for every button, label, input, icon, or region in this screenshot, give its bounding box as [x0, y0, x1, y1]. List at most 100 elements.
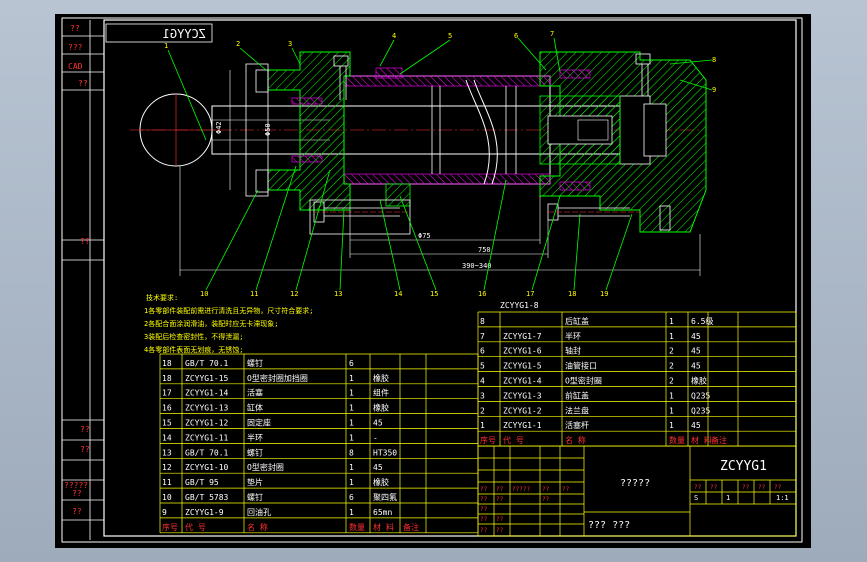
title-cell: ?? [542, 496, 550, 503]
callout-16: 16 [478, 290, 486, 298]
tech-note-line: 3装配后检查密封性，不得泄漏; [144, 332, 243, 341]
bom-right-cell: 45 [691, 347, 701, 356]
bom-right-cell: 4 [480, 377, 485, 386]
left-strip [62, 20, 104, 540]
strip-label: ????? [64, 481, 88, 490]
bom-left-cell: 1 [349, 478, 354, 487]
strip-label: ?? [70, 24, 80, 33]
weight-cell: ?? [710, 484, 718, 491]
dim-label: 750 [478, 246, 491, 254]
strip-label: ?? [78, 79, 88, 88]
bom-left-cell: GB/T 70.1 [185, 448, 229, 457]
inner-frame [103, 19, 797, 537]
callout-17: 17 [526, 290, 534, 298]
dim-label: Φ42 [215, 121, 223, 134]
title-cell: ?? [496, 496, 504, 503]
tech-note-line: 4各零部件表面无划痕，无锈蚀; [144, 345, 243, 354]
strip-label: ?? [72, 507, 82, 516]
outer-frame [61, 17, 803, 543]
bom-left-cell: GB/T 5783 [185, 493, 229, 502]
bom-right-cell: 1 [669, 406, 674, 415]
bom-right-cell: Q235 [691, 391, 710, 400]
bom-left-cell: 11 [162, 478, 172, 487]
bom-left-cell: 橡胶 [373, 477, 389, 487]
title-cell: ?? [496, 516, 504, 523]
callout-18: 18 [568, 290, 576, 298]
bom-left-cell: ZCYYG1-11 [185, 433, 229, 442]
bom-left-header-cell: 代 号 [185, 522, 206, 532]
title-cell: ?? [480, 496, 488, 503]
bom-right-cell: ZCYYG1-4 [503, 377, 542, 386]
bom-left-cell: - [373, 433, 378, 442]
bom-left-cell: 18 [162, 374, 172, 383]
tech-notes-heading: 技术要求: [146, 293, 178, 302]
callout-9: 9 [712, 86, 716, 94]
bom-left-cell: 16 [162, 404, 172, 413]
bom-left-cell: 螺钉 [247, 492, 263, 502]
strip-label: ?? [80, 237, 90, 246]
title-block: ZCYYG1 ????? ??? ??? S 1 1:1 ?? ?? ?????… [477, 445, 797, 537]
callout-4: 4 [392, 32, 396, 40]
bom-left-cell: 橡胶 [373, 373, 389, 383]
bom-right-cell: 轴封 [565, 346, 581, 356]
sheets-label: S [694, 494, 698, 502]
callout-6: 6 [514, 32, 518, 40]
bom-right-cell: 油管接口 [565, 361, 597, 371]
bom-left-cell: 18 [162, 359, 172, 368]
bom-left-cell: 1 [349, 508, 354, 517]
assembly-drawing: Φ42 Φ50 Φ75 750 390~340 [130, 30, 716, 298]
dim-label: Φ75 [418, 232, 431, 240]
bom-right-cell: ZCYYG1-1 [503, 421, 542, 430]
bom-left-cell: HT350 [373, 448, 397, 457]
bom-right-header-cell: 序号 [480, 435, 496, 445]
bom-right-cell: 45 [691, 332, 701, 341]
bom-left-cell: 缸体 [247, 403, 263, 413]
bom-right-cell: 1 [669, 421, 674, 430]
flange [245, 63, 269, 197]
bom-right-cell: 8 [480, 317, 485, 326]
bom-right-cell: 橡胶 [691, 376, 707, 386]
bom-right-cell: 6 [480, 347, 485, 356]
drawing-name: ????? [620, 478, 650, 489]
bom-left-header-cell: 名 称 [247, 522, 268, 532]
bom-left-cell: 聚四氟 [373, 492, 397, 502]
bom-left-cell: 6 [349, 359, 354, 368]
callout-12: 12 [290, 290, 298, 298]
mirror-title: ZCYYG1 [163, 27, 206, 41]
bom-left-cell: 垫片 [247, 477, 263, 487]
strip-label: ?? [72, 489, 82, 498]
bom-left-cell: ZCYYG1-14 [185, 389, 229, 398]
bom-left-cell: 45 [373, 463, 383, 472]
bom-right-cell: 1 [669, 391, 674, 400]
bom-right-cell: Q235 [691, 406, 710, 415]
callout-2: 2 [236, 40, 240, 48]
bom-left-cell: 45 [373, 419, 383, 428]
title-cell: ?? [480, 527, 488, 534]
bom-left-cell: ZCYYG1-12 [185, 419, 229, 428]
callout-10: 10 [200, 290, 208, 298]
bom-right-cell: 前缸盖 [565, 390, 589, 400]
bom-right-header-cell: 备注 [711, 435, 727, 445]
strip-label: ??? [68, 43, 83, 52]
scale-value: 1:1 [776, 494, 789, 502]
bom-left-cell: 1 [349, 433, 354, 442]
bom-right-cell: 1 [480, 421, 485, 430]
tech-note-line: 1各零部件装配前需进行清洗且无异物，尺寸符合要求; [144, 306, 313, 315]
bom-right-cell: ZCYYG1-5 [503, 362, 542, 371]
bom-left-cell: 1 [349, 404, 354, 413]
strip-label: ?? [80, 445, 90, 454]
bom-left-cell: ZCYYG1-9 [185, 508, 224, 517]
bom-right-cell: 法兰盘 [565, 405, 589, 415]
callout-1: 1 [164, 42, 168, 50]
bom-right-cell: 3 [480, 391, 485, 400]
bom-left-cell: 1 [349, 419, 354, 428]
bom-left-cell: 8 [349, 448, 354, 457]
bom-left-cell: 固定座 [247, 418, 271, 428]
bom-right-cell: 7 [480, 332, 485, 341]
drawing-number: ZCYYG1 [720, 459, 767, 474]
bom-left-cell: 组件 [373, 388, 389, 398]
bom-left-cell: 1 [349, 389, 354, 398]
sheet-number: 1 [726, 494, 730, 502]
